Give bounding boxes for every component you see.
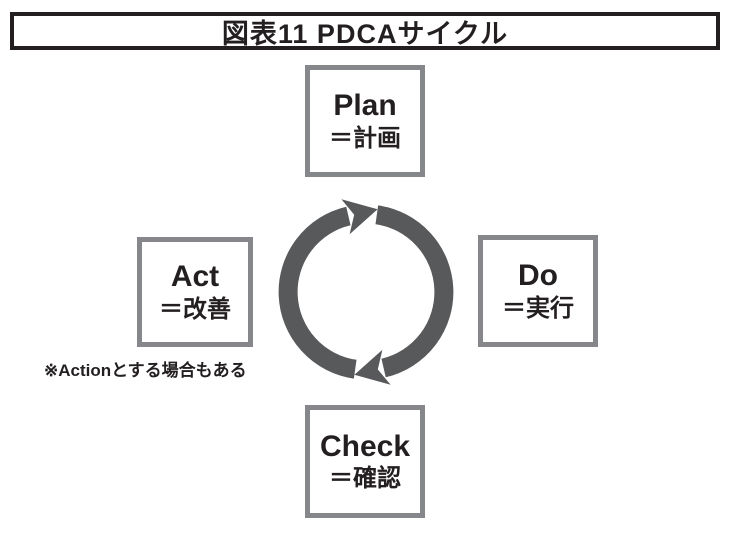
cycle-arrows-icon <box>278 199 454 385</box>
figure-title: 図表11 PDCAサイクル <box>221 18 509 49</box>
node-do-sublabel: ＝実行 <box>502 294 574 322</box>
cycle-arc-left <box>278 206 357 379</box>
cycle-arrowhead-bottom <box>354 349 391 385</box>
node-check: Check ＝確認 <box>305 405 425 518</box>
node-act-sublabel: ＝改善 <box>159 295 231 323</box>
node-plan-sublabel: ＝計画 <box>329 124 401 152</box>
cycle-arc-right <box>375 205 454 378</box>
node-act-label: Act <box>170 260 220 294</box>
cycle-arrowhead-top <box>341 199 378 235</box>
node-plan-label: Plan <box>333 89 397 123</box>
node-act: Act ＝改善 <box>137 237 253 347</box>
node-do-label: Do <box>518 259 558 293</box>
node-check-label: Check <box>319 429 411 463</box>
node-do: Do ＝実行 <box>478 235 598 347</box>
footnote: ※Actionとする場合もある <box>44 361 247 380</box>
node-plan: Plan ＝計画 <box>305 65 425 177</box>
figure-title-bar: 図表11 PDCAサイクル <box>10 12 720 50</box>
node-check-sublabel: ＝確認 <box>329 465 401 493</box>
